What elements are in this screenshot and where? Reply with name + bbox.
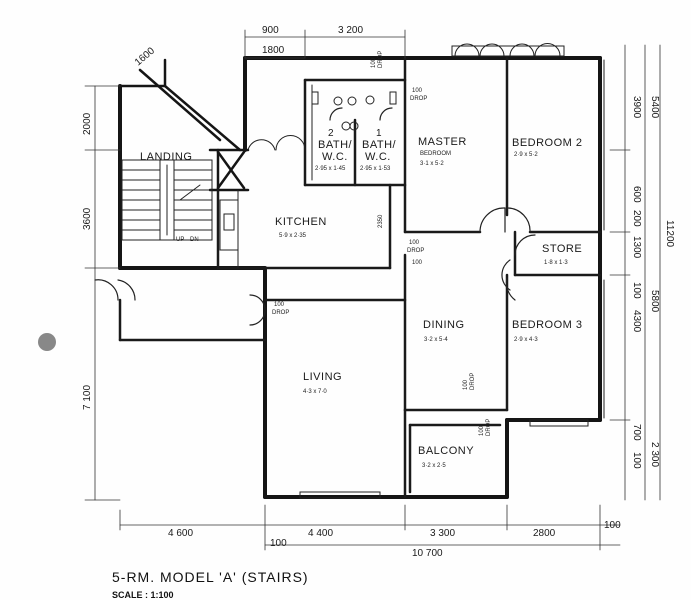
dim-left-3600: 3600 <box>82 207 93 230</box>
dim-wall-100: 100 <box>412 260 423 266</box>
dim-right-1300: 1300 <box>631 236 642 259</box>
drop-label: DROP <box>470 373 476 390</box>
dim-right-4300: 4300 <box>631 310 642 333</box>
dim-right-11200: 11200 <box>664 220 675 248</box>
label-master-sub: BEDROOM <box>420 151 451 157</box>
plan-title: 5-RM. MODEL 'A' (STAIRS) <box>112 569 309 585</box>
dim-right-700: 700 <box>631 424 642 441</box>
dim-right-2300: 2 300 <box>649 442 660 467</box>
label-bedroom2: BEDROOM 2 <box>512 137 583 149</box>
dim-right-3900: 3900 <box>631 96 642 119</box>
door-swings <box>94 107 536 326</box>
dim-right-200: 200 <box>631 210 642 227</box>
drop-label: DROP <box>272 310 289 316</box>
dim-top-900: 900 <box>262 25 279 36</box>
drop-label: 100 <box>371 57 377 68</box>
dim-top-3200: 3 200 <box>338 25 363 36</box>
dim-bottom-100b: 100 <box>270 538 287 549</box>
staircase <box>121 159 213 241</box>
label-master: MASTER <box>418 136 467 148</box>
dim-bottom-3300: 3 300 <box>430 528 455 539</box>
dim-right-5800: 5800 <box>649 290 660 313</box>
drop-label: 100 <box>409 240 420 246</box>
dim-bottom-4400: 4 400 <box>308 528 333 539</box>
dim-bottom-4600: 4 600 <box>168 528 193 539</box>
dim-top-1800: 1800 <box>262 45 285 56</box>
label-stairs-down: DN <box>190 237 199 243</box>
dim-right-100b: 100 <box>631 452 642 469</box>
window-marks <box>247 43 605 499</box>
label-bath1-num: 1 <box>376 128 382 139</box>
kitchen-counter <box>219 189 239 269</box>
dim-wall-2350: 2350 <box>378 214 384 228</box>
dim-bottom-10700: 10 700 <box>412 548 443 559</box>
label-bath1-size: 2·95 x 1·53 <box>360 166 391 172</box>
dim-right-600: 600 <box>631 186 642 203</box>
drop-label: DROP <box>378 51 384 68</box>
bath-fixtures <box>311 84 397 181</box>
drop-label: 100 <box>274 302 285 308</box>
dim-right-100a: 100 <box>631 282 642 299</box>
label-master-size: 3·1 x 5·2 <box>420 161 444 167</box>
drop-label: 100 <box>412 88 423 94</box>
plan-scale: SCALE : 1:100 <box>112 590 174 600</box>
drop-label: 100 <box>463 379 469 390</box>
punch-hole <box>38 333 56 351</box>
dim-left-7100: 7 100 <box>82 385 93 410</box>
drop-label: DROP <box>410 96 427 102</box>
label-bedroom3: BEDROOM 3 <box>512 319 583 331</box>
dimension-text: 900 3 200 1800 1600 2000 3600 7 100 3900… <box>82 25 675 559</box>
label-bath1-wc: W.C. <box>365 151 391 163</box>
outer-walls <box>118 56 602 499</box>
drop-label: DROP <box>486 419 492 436</box>
stair-enclosure <box>118 58 250 192</box>
label-dining: DINING <box>423 319 465 331</box>
label-store: STORE <box>542 243 582 255</box>
label-bath2: BATH/ <box>318 139 353 151</box>
dim-left-2000: 2000 <box>82 112 93 135</box>
label-balcony: BALCONY <box>418 445 474 457</box>
label-bath2-size: 2·95 x 1·45 <box>315 166 346 172</box>
label-kitchen-size: 5·9 x 2·35 <box>279 233 307 239</box>
dim-diag-1600: 1600 <box>133 45 157 68</box>
label-living: LIVING <box>303 371 342 383</box>
room-labels: LANDING UP DN KITCHEN 5·9 x 2·35 2 BATH/… <box>140 128 583 469</box>
label-bedroom2-size: 2·9 x 5·2 <box>514 152 538 158</box>
label-store-size: 1·8 x 1·3 <box>544 260 568 266</box>
label-bath2-wc: W.C. <box>322 151 348 163</box>
inner-walls <box>118 56 602 499</box>
label-dining-size: 3·2 x 5·4 <box>424 337 448 343</box>
dim-bottom-100a: 100 <box>604 520 621 531</box>
drop-labels: 100 DROP 100 DROP 100 DROP 100 DROP 100 … <box>272 51 492 436</box>
label-bedroom3-size: 2·9 x 4·3 <box>514 337 538 343</box>
label-stairs-up: UP <box>176 237 184 243</box>
dimension-lines <box>84 29 661 551</box>
label-bath2-num: 2 <box>328 128 334 139</box>
label-living-size: 4·3 x 7·0 <box>303 389 327 395</box>
label-bath1: BATH/ <box>362 139 397 151</box>
drop-label: DROP <box>407 248 424 254</box>
label-balcony-size: 3·2 x 2·5 <box>422 463 446 469</box>
dim-right-5400: 5400 <box>649 96 660 119</box>
drop-label: 100 <box>479 425 485 436</box>
label-landing: LANDING <box>140 151 192 163</box>
label-kitchen: KITCHEN <box>275 216 327 228</box>
dim-bottom-2800: 2800 <box>533 528 556 539</box>
